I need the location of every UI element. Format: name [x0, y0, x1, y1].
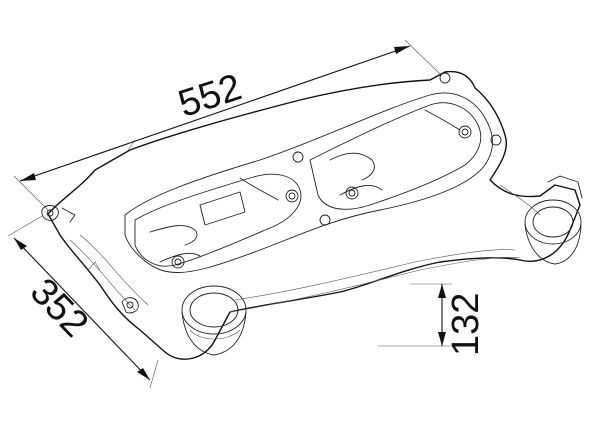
- width-dimension: [7, 215, 159, 389]
- width-dimension-label: 352: [22, 271, 96, 346]
- part-outline: [41, 70, 583, 360]
- height-dimension: [378, 283, 452, 347]
- height-dimension-label: 132: [445, 293, 487, 356]
- length-dimension: [13, 39, 441, 211]
